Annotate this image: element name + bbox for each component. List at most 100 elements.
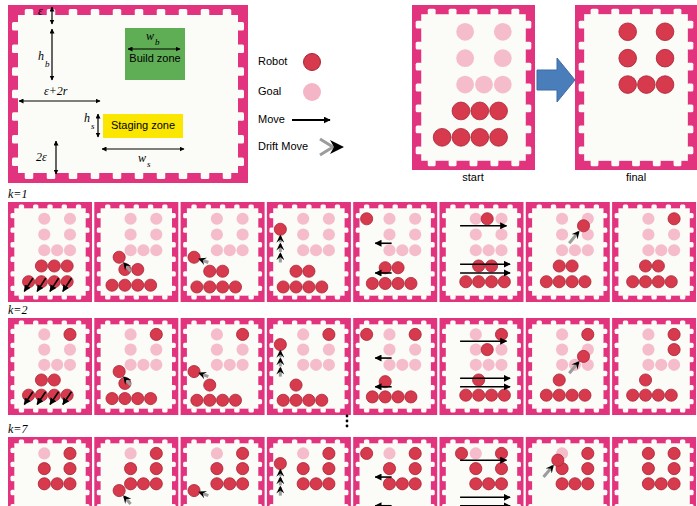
arena-notch <box>603 462 608 467</box>
goal-marker <box>38 478 50 490</box>
arena-notch <box>430 371 435 376</box>
arena-panel <box>612 202 696 302</box>
arena-notch <box>651 440 656 445</box>
arena-frame <box>267 202 351 302</box>
robot <box>566 389 578 401</box>
arena-floor <box>618 208 689 295</box>
goal-marker <box>409 447 421 459</box>
arena-notch <box>493 321 498 326</box>
arena-notch <box>220 295 225 300</box>
arena-notch <box>551 295 556 300</box>
arena-notch <box>507 295 512 300</box>
robot <box>310 478 322 490</box>
robot <box>379 277 391 289</box>
arena-notch <box>148 295 153 300</box>
arena-notch <box>269 385 274 390</box>
arena-notch <box>603 286 608 291</box>
arena-notch <box>12 22 19 31</box>
goal-marker <box>494 76 512 94</box>
arena-notch <box>257 462 262 467</box>
robot <box>277 394 289 406</box>
arena-notch <box>479 408 484 413</box>
arena-notch <box>615 385 620 390</box>
robot <box>639 389 651 401</box>
goal-marker <box>323 463 335 475</box>
goal-marker <box>51 244 63 256</box>
goal-marker <box>211 213 223 225</box>
arena-notch <box>674 9 682 15</box>
arena-notch <box>528 271 533 276</box>
dimension-label: h <box>84 112 90 125</box>
goal-marker <box>619 49 637 67</box>
arena-notch <box>591 9 599 15</box>
arena-notch <box>407 295 412 300</box>
arena-notch <box>378 205 383 210</box>
move-arrow <box>460 272 510 274</box>
arena-notch <box>278 321 283 326</box>
robot <box>204 281 216 293</box>
arena-notch <box>183 257 188 262</box>
robot <box>582 328 594 340</box>
goal-marker <box>297 359 309 371</box>
arena-notch <box>134 440 139 445</box>
arena-notch <box>516 242 521 247</box>
robot <box>379 262 391 274</box>
arena-notch <box>237 135 244 144</box>
goal-marker <box>64 228 76 240</box>
robot <box>188 484 200 496</box>
robot <box>145 393 157 405</box>
goal-marker <box>642 344 654 356</box>
arena-notch <box>162 321 167 326</box>
drift-arrow <box>569 232 578 243</box>
arena-frame <box>267 437 351 506</box>
goal-marker <box>556 213 568 225</box>
arena-notch <box>579 205 584 210</box>
arena-notch <box>689 385 694 390</box>
move-arrow <box>63 278 72 291</box>
arena-frame <box>8 318 92 415</box>
robot <box>566 276 578 288</box>
arena-notch <box>528 227 533 232</box>
goal-marker <box>38 244 50 256</box>
arena-notch <box>603 448 608 453</box>
arena-panel <box>181 318 265 415</box>
goal-marker <box>323 344 335 356</box>
goal-marker <box>582 244 594 256</box>
arena-notch <box>97 490 102 495</box>
arena-floor <box>446 443 517 506</box>
arena-notch <box>344 286 349 291</box>
robot <box>125 478 137 490</box>
move-arrow <box>375 357 391 359</box>
arena-notch <box>378 321 383 326</box>
goal-marker <box>38 213 50 225</box>
robot <box>119 393 131 405</box>
arena-notch <box>479 295 484 300</box>
goal-marker <box>470 359 482 371</box>
robot <box>217 281 229 293</box>
arena-notch <box>306 205 311 210</box>
robot <box>64 328 76 340</box>
goal-marker <box>495 359 507 371</box>
robot <box>303 265 315 277</box>
arena-notch <box>269 462 274 467</box>
arena-notch <box>653 160 661 166</box>
arena-notch <box>11 371 16 376</box>
arena-frame <box>575 5 697 170</box>
goal-marker <box>470 328 482 340</box>
move-arrow <box>460 340 506 342</box>
arena-notch <box>11 476 16 481</box>
goal-marker <box>642 228 654 240</box>
robot <box>217 394 229 406</box>
arena-notch <box>47 295 52 300</box>
arena-notch <box>97 329 102 334</box>
arena-notch <box>565 440 570 445</box>
goal-marker <box>211 359 223 371</box>
arena-notch <box>248 205 253 210</box>
move-arrow <box>460 505 510 506</box>
robot <box>229 394 241 406</box>
goal-marker <box>38 228 50 240</box>
panel-caption: final <box>626 171 646 184</box>
arena-notch <box>490 160 498 167</box>
drift-arrow <box>279 244 282 252</box>
arena-notch <box>148 321 153 326</box>
